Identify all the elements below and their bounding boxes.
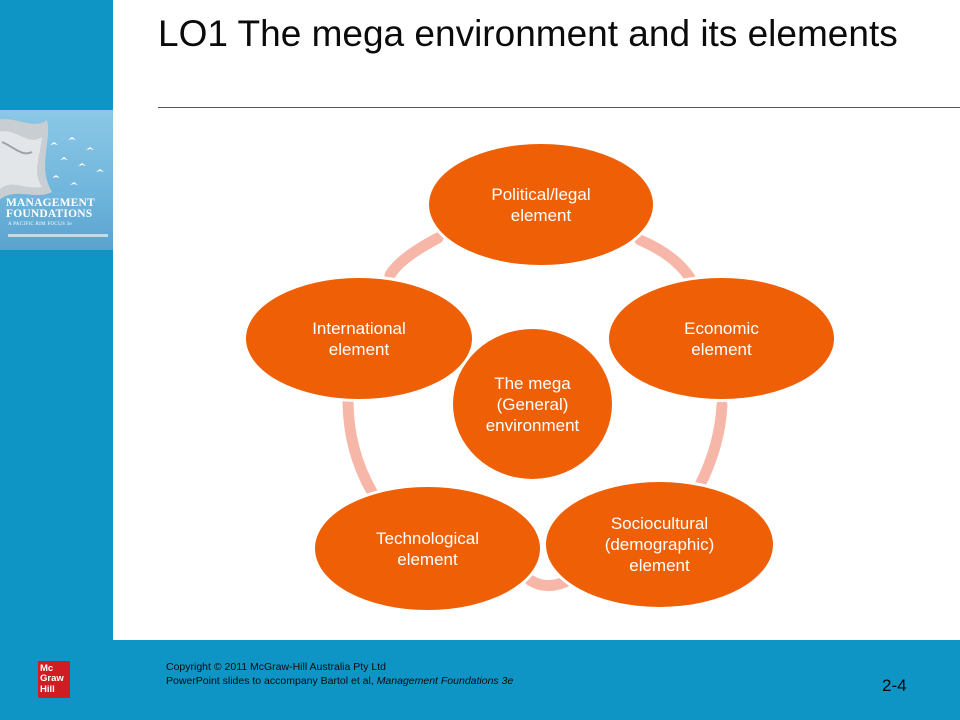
diagram-node-sociocultural: Sociocultural (demographic) element	[543, 479, 776, 610]
attribution-book-title: Management Foundations 3e	[376, 675, 514, 687]
book-title: MANAGEMENT FOUNDATIONS	[6, 197, 95, 220]
book-authors-line	[8, 234, 108, 237]
diagram-node-economic: Economic element	[606, 275, 837, 402]
slide-number: 2-4	[882, 676, 907, 695]
logo-line-1: Mc	[40, 662, 54, 674]
logo-line-3: Hill	[40, 683, 55, 695]
logo-line-2: Graw	[40, 673, 64, 685]
silk-cloth-graphic	[0, 119, 52, 200]
left-color-band	[0, 0, 113, 720]
mcgraw-hill-logo: Mc Graw Hill	[38, 661, 70, 698]
copyright-text: Copyright © 2011 McGraw-Hill Australia P…	[166, 661, 386, 673]
diagram-node-international: International element	[243, 275, 475, 402]
book-subtitle: A PACIFIC RIM FOCUS 3e	[8, 222, 72, 227]
birds-graphic	[50, 137, 104, 185]
bottom-color-band	[0, 640, 960, 720]
slide-title: LO1 The mega environment and its element…	[158, 13, 898, 54]
diagram-node-technological: Technological element	[312, 484, 543, 613]
attribution-prefix: PowerPoint slides to accompany Bartol et…	[166, 675, 377, 687]
title-divider	[158, 107, 960, 108]
diagram-node-political-legal: Political/legal element	[426, 141, 656, 268]
book-cover-image: MANAGEMENT FOUNDATIONS A PACIFIC RIM FOC…	[0, 110, 113, 250]
attribution-text: PowerPoint slides to accompany Bartol et…	[166, 675, 513, 687]
diagram-center-node: The mega (General) environment	[450, 326, 615, 482]
